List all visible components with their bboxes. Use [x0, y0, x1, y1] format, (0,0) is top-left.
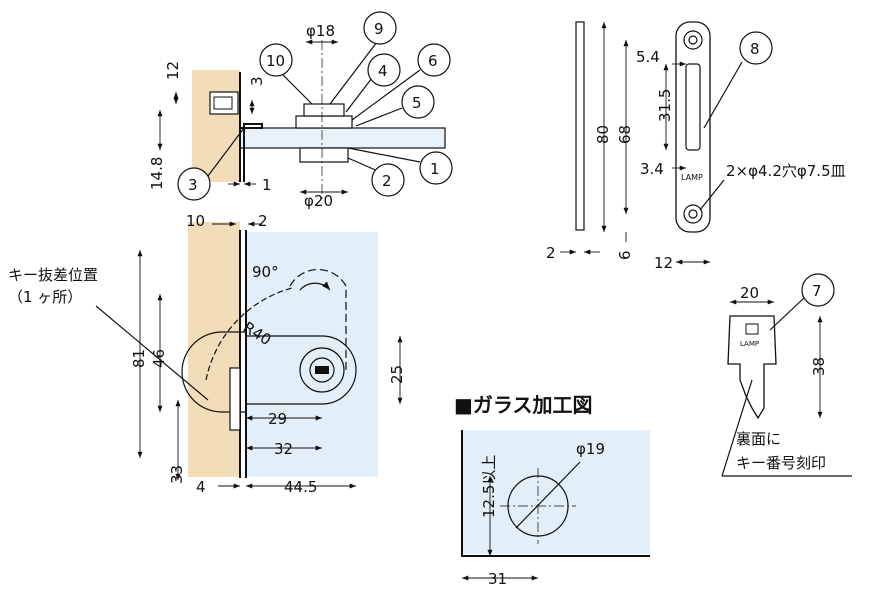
svg-text:9: 9: [374, 20, 384, 38]
lock-cylinder-side: [303, 103, 345, 117]
key-note-line2: キー番号刻印: [736, 454, 826, 472]
dim-12: 12: [654, 254, 673, 272]
callout-3: [177, 167, 211, 201]
strike-hole-note: 2×φ4.2穴φ7.5皿: [726, 162, 846, 180]
dim-1: 1: [262, 176, 272, 194]
dim-25: 25: [388, 365, 406, 384]
dim-46: 46: [150, 349, 168, 368]
dim-68: 68: [616, 125, 634, 144]
dim-81: 81: [130, 349, 148, 368]
dim-phi19: φ19: [576, 440, 605, 458]
dim-5.4: 5.4: [636, 48, 660, 66]
strike-slot: [685, 63, 701, 151]
callout-2: [371, 163, 405, 197]
callout-8: [739, 31, 773, 65]
bracket-side: [239, 72, 263, 182]
dim-phi18: φ18: [306, 22, 335, 40]
dim-32: 32: [274, 440, 293, 458]
dim-31: 31: [488, 570, 507, 588]
strike-logo: LAMP: [681, 173, 703, 182]
dim-12.5-min: 12.5以上: [480, 455, 498, 518]
dim-90deg: 90°: [252, 263, 279, 281]
dim-14.8: 14.8: [148, 157, 166, 190]
front-view: 90° R40 キー抜差位置 （1 ヶ所） 10 2 81 46 25 29 3…: [8, 212, 406, 496]
glass-cutout-title: ■ガラス加工図: [454, 393, 593, 417]
callout-10: [259, 43, 293, 77]
callout-1: [419, 151, 453, 185]
key-outline: [727, 315, 777, 420]
key-view: LAMP 7 20 38 裏面に キー番号刻印: [721, 273, 852, 477]
dim-44.5: 44.5: [284, 478, 317, 496]
latch-bolt-inner: [213, 96, 233, 110]
glass-cutout-view: ■ガラス加工図 φ19 12.5以上 31: [454, 393, 650, 588]
key-position-note: （1 ヶ所）: [8, 288, 82, 306]
dim-12: 12: [164, 61, 182, 80]
svg-text:2: 2: [382, 172, 392, 190]
lock-housing-front: [246, 335, 357, 405]
callout-4: [367, 53, 401, 87]
key-note-line1: 裏面に: [736, 430, 781, 448]
dim-10: 10: [186, 212, 205, 230]
glass-sheet: [462, 430, 650, 554]
svg-text:7: 7: [812, 282, 822, 300]
callout-9: [363, 11, 397, 45]
dim-38: 38: [810, 357, 828, 376]
callout-5: [401, 85, 435, 119]
dim-29: 29: [268, 410, 287, 428]
strike-plate-view: LAMP 8 80 68 31.5 5.4 3.4 2×φ4.2穴φ7.5皿 2…: [546, 21, 846, 272]
callout-6: [417, 43, 451, 77]
dim-2: 2: [258, 212, 268, 230]
dim-2: 2: [546, 244, 556, 262]
dim-phi20: φ20: [304, 192, 333, 210]
glass-slab-side: [239, 127, 446, 149]
svg-text:4: 4: [378, 62, 388, 80]
dim-6: 6: [616, 250, 634, 260]
latch-body-front: [181, 331, 246, 413]
svg-text:6: 6: [428, 52, 438, 70]
glass-panel-front: [246, 232, 378, 477]
dim-4: 4: [196, 478, 206, 496]
side-view: φ18 12 3 14.8 1 φ20 9 10 4 6 5 1 2: [148, 11, 453, 210]
lock-nut-side: [299, 147, 349, 163]
dim-3: 3: [248, 76, 266, 86]
strike-plate-edge: [575, 21, 585, 231]
key-logo: LAMP: [740, 340, 759, 348]
wood-panel-side: [192, 70, 240, 182]
callout-7: [801, 273, 835, 307]
svg-text:1: 1: [430, 160, 440, 178]
wood-panel-front: [188, 222, 240, 477]
dim-80: 80: [594, 125, 612, 144]
dim-3.4: 3.4: [640, 160, 664, 178]
key-position-label: キー抜差位置: [8, 266, 98, 284]
dim-33: 33: [168, 465, 186, 484]
dim-31.5: 31.5: [656, 89, 674, 122]
svg-text:5: 5: [412, 94, 422, 112]
lock-head-side: [295, 115, 353, 129]
dim-20: 20: [740, 284, 759, 302]
svg-text:3: 3: [188, 176, 198, 194]
svg-text:10: 10: [266, 52, 285, 70]
svg-text:8: 8: [750, 40, 760, 58]
